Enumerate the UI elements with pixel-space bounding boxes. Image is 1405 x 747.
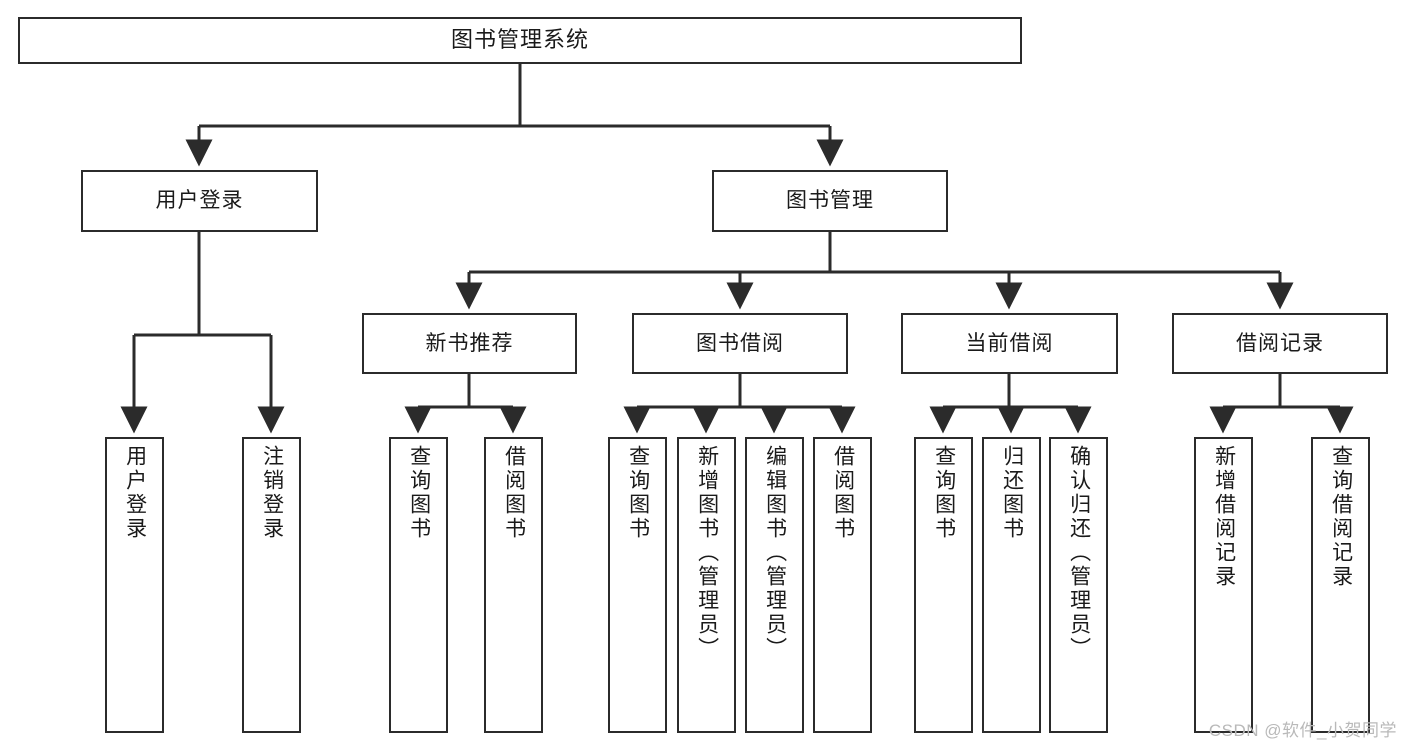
leaf-borrow-query-book[interactable]: 查询图书 (608, 437, 667, 733)
leaf-query-borrow-record-label: 查询借阅记录 (1329, 445, 1353, 589)
leaf-add-book-admin-label: 新增图书（管理员） (695, 445, 719, 661)
leaf-user-login[interactable]: 用户登录 (105, 437, 164, 733)
leaf-confirm-return-admin[interactable]: 确认归还（管理员） (1049, 437, 1108, 733)
leaf-newbook-borrow-book[interactable]: 借阅图书 (484, 437, 543, 733)
leaf-newbook-borrow-book-label: 借阅图书 (502, 445, 526, 541)
leaf-current-query-book[interactable]: 查询图书 (914, 437, 973, 733)
leaf-add-book-admin[interactable]: 新增图书（管理员） (677, 437, 736, 733)
leaf-newbook-query-book[interactable]: 查询图书 (389, 437, 448, 733)
leaf-current-query-book-label: 查询图书 (932, 445, 956, 541)
leaf-borrow-book-label: 借阅图书 (831, 445, 855, 541)
leaf-borrow-book[interactable]: 借阅图书 (813, 437, 872, 733)
leaf-logout-label: 注销登录 (260, 445, 284, 541)
leaf-edit-book-admin-label: 编辑图书（管理员） (763, 445, 787, 661)
node-user-login-label: 用户登录 (155, 189, 244, 213)
leaf-confirm-return-admin-label: 确认归还（管理员） (1067, 445, 1091, 661)
node-current-borrow[interactable]: 当前借阅 (901, 313, 1118, 374)
node-book-management-label: 图书管理 (786, 189, 874, 213)
leaf-add-borrow-record[interactable]: 新增借阅记录 (1194, 437, 1253, 733)
node-borrow-record[interactable]: 借阅记录 (1172, 313, 1388, 374)
leaf-borrow-query-book-label: 查询图书 (626, 445, 650, 541)
leaf-return-book-label: 归还图书 (1000, 445, 1024, 541)
leaf-user-login-label: 用户登录 (123, 445, 147, 541)
node-book-borrow[interactable]: 图书借阅 (632, 313, 848, 374)
node-current-borrow-label: 当前借阅 (965, 331, 1054, 355)
node-root-label: 图书管理系统 (450, 27, 589, 53)
leaf-newbook-query-book-label: 查询图书 (407, 445, 431, 541)
watermark: CSDN @软件_小贺同学 (1208, 721, 1397, 740)
leaf-edit-book-admin[interactable]: 编辑图书（管理员） (745, 437, 804, 733)
node-borrow-record-label: 借阅记录 (1236, 331, 1324, 355)
node-new-book-recommend[interactable]: 新书推荐 (362, 313, 577, 374)
node-book-borrow-label: 图书借阅 (696, 331, 784, 355)
leaf-query-borrow-record[interactable]: 查询借阅记录 (1311, 437, 1370, 733)
node-root[interactable]: 图书管理系统 (18, 17, 1022, 64)
leaf-add-borrow-record-label: 新增借阅记录 (1212, 445, 1236, 589)
node-book-management[interactable]: 图书管理 (712, 170, 948, 232)
node-new-book-recommend-label: 新书推荐 (425, 331, 514, 355)
leaf-return-book[interactable]: 归还图书 (982, 437, 1041, 733)
leaf-logout[interactable]: 注销登录 (242, 437, 301, 733)
node-user-login[interactable]: 用户登录 (81, 170, 318, 232)
